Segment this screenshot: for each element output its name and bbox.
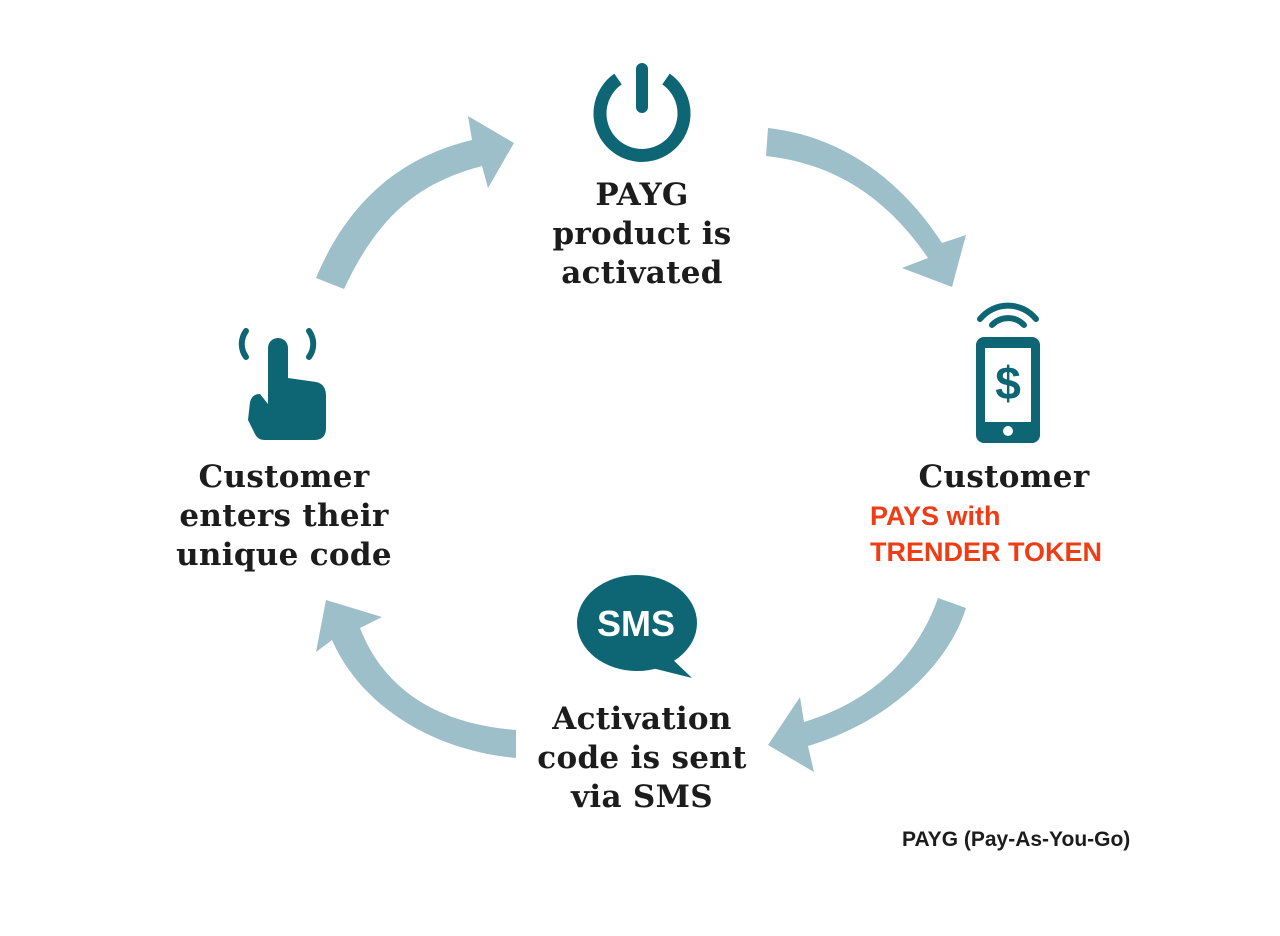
step-sms-line: via SMS [571,779,713,815]
arrow-enter-to-activated [316,116,514,289]
step-enter-label: Customer enters their unique code [154,458,414,575]
step-sms-label: Activation code is sent via SMS [512,700,772,817]
step-enter-line: unique code [176,537,392,573]
sms-bubble-icon: SMS [577,575,697,678]
step-activated-label: PAYG product is activated [522,176,762,293]
svg-text:$: $ [995,357,1021,409]
step-pays-accent-line: TRENDER TOKEN [870,537,1103,567]
cycle-arrows [316,116,966,772]
power-icon [593,63,691,162]
finger-tap-icon [238,328,326,440]
arrow-sms-to-enter [316,600,516,758]
step-pays-label: Customer [894,458,1114,497]
step-enter-line: enters their [179,498,389,534]
arrow-pays-to-sms [768,598,966,772]
footnote: PAYG (Pay-As-You-Go) [902,828,1131,851]
step-activated-line: activated [561,255,723,291]
step-pays-line: Customer [918,459,1090,495]
step-pays-accent-line: PAYS with [870,501,1001,531]
step-sms-line: Activation [552,701,732,737]
step-activated-line: PAYG [595,177,689,213]
step-sms-line: code is sent [537,740,747,776]
step-activated-line: product is [552,216,732,252]
arrow-activated-to-pays [766,128,966,287]
step-pays-accent: PAYS with TRENDER TOKEN [870,498,1170,570]
step-enter-line: Customer [198,459,370,495]
sms-bubble-text: SMS [597,603,675,644]
smartphone-dollar-icon: $ [976,302,1040,443]
